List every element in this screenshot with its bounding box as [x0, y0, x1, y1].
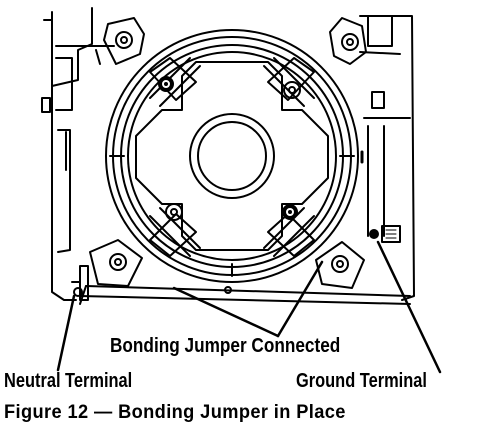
mounting-ear-top-left — [103, 17, 145, 65]
terminal-details — [71, 150, 401, 301]
leader-lines — [56, 240, 442, 374]
mounting-ear-bottom-right — [315, 241, 365, 289]
round-end-plate — [105, 29, 359, 283]
mounting-ear-bottom-left — [89, 239, 143, 287]
neutral-terminal-label: Neutral Terminal — [4, 370, 133, 392]
housing-frame — [41, 7, 415, 305]
figure-caption: Figure 12 — Bonding Jumper in Place — [4, 402, 346, 423]
bolt-holes — [158, 76, 301, 221]
center-bore — [189, 113, 275, 199]
bonding-jumper-label: Bonding Jumper Connected — [110, 335, 341, 357]
ground-terminal-label: Ground Terminal — [296, 370, 427, 392]
mounting-ear-top-right — [329, 17, 367, 65]
